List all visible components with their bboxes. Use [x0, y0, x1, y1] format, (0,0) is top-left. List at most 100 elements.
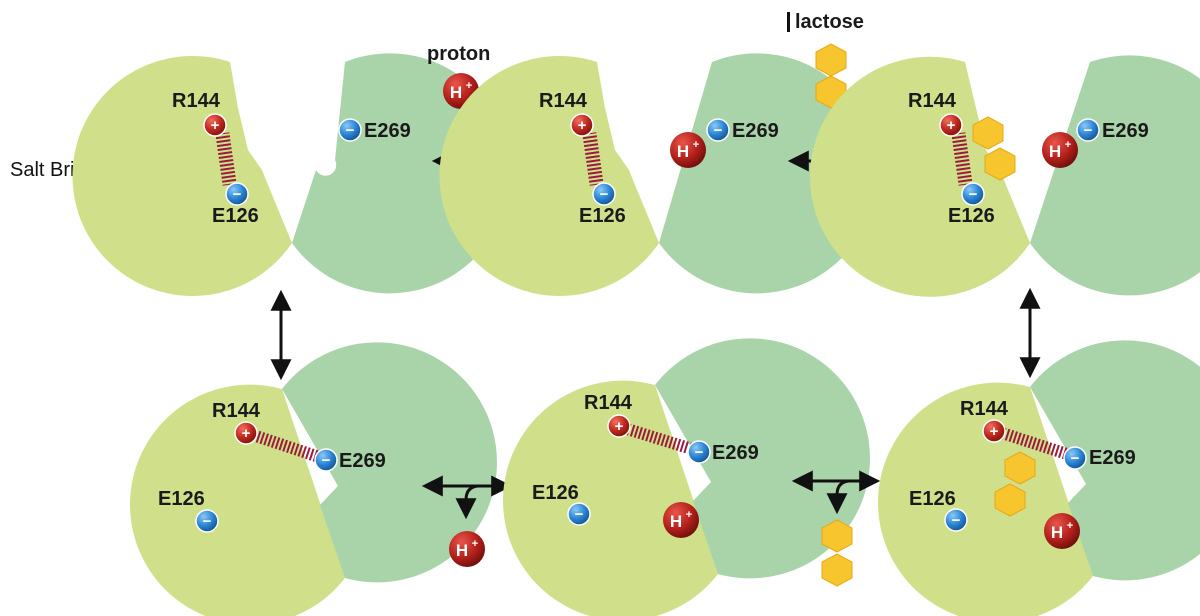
r144-label: R144: [584, 392, 633, 414]
minus-symbol: −: [714, 122, 723, 139]
minus-symbol: −: [346, 122, 355, 139]
text-cursor-mark: [787, 12, 790, 32]
r144-charge: +: [939, 113, 963, 137]
plus-superscript: +: [693, 139, 699, 151]
bound-lactose: [994, 451, 1036, 517]
e269-charge: −: [1063, 446, 1087, 470]
e126-charge: −: [225, 182, 249, 206]
minus-symbol: −: [969, 186, 978, 203]
state-1-inward-open: + − − R144 E126 E269: [72, 53, 510, 296]
hydrogen-symbol: H: [1049, 142, 1061, 161]
e126-charge: −: [195, 509, 219, 533]
released-proton: H +: [449, 531, 485, 567]
bound-proton: H +: [1044, 513, 1080, 549]
minus-symbol: −: [203, 513, 212, 530]
right-domain: [655, 338, 870, 579]
minus-symbol: −: [575, 506, 584, 523]
plus-symbol: +: [211, 117, 220, 134]
salt-bridge-r144-e126: [951, 132, 973, 186]
e126-charge: −: [567, 502, 591, 526]
e269-label: E269: [1089, 447, 1136, 469]
e126-label: E126: [579, 205, 626, 227]
hydrogen-symbol: H: [677, 142, 689, 161]
r144-charge: +: [607, 414, 631, 438]
hydrogen-symbol: H: [670, 512, 682, 531]
e126-charge: −: [592, 182, 616, 206]
bound-lactose: [972, 116, 1016, 181]
minus-symbol: −: [952, 512, 961, 529]
plus-symbol: +: [578, 117, 587, 134]
hydrogen-symbol: H: [450, 83, 462, 102]
state-5-proton-release: + − − H + R144 E269 E126: [503, 338, 870, 616]
left-domain: [809, 56, 1030, 297]
bound-proton: H +: [1042, 132, 1078, 168]
left-domain: [72, 55, 292, 296]
e126-label: E126: [909, 488, 956, 510]
right-domain: [282, 342, 497, 583]
e269-charge: −: [338, 118, 362, 142]
hydrogen-symbol: H: [456, 541, 468, 560]
minus-symbol: −: [233, 186, 242, 203]
right-domain: [659, 53, 877, 294]
plus-superscript: +: [472, 538, 478, 550]
e269-label: E269: [1102, 120, 1149, 142]
salt-bridge-r144-e126: [215, 132, 237, 186]
proton-label: proton: [427, 43, 490, 65]
e126-label: E126: [532, 482, 579, 504]
plus-symbol: +: [947, 117, 956, 134]
state-3-lactose-bound: + − − H + R144 E126 E269: [809, 55, 1200, 297]
bound-proton: H +: [670, 132, 706, 168]
minus-symbol: −: [322, 452, 331, 469]
salt-bridge-r144-e269: [997, 426, 1072, 461]
right-domain: [1030, 340, 1200, 581]
plus-symbol: +: [242, 425, 251, 442]
e126-charge: −: [961, 182, 985, 206]
plus-superscript: +: [686, 509, 692, 521]
r144-charge: +: [234, 421, 258, 445]
lactose-release-step: [791, 470, 881, 587]
state-4-outward-lactose: + − − H + R144 E269 E126: [878, 340, 1200, 616]
proton-release-step: H +: [421, 475, 513, 567]
e269-charge: −: [706, 118, 730, 142]
r144-label: R144: [172, 90, 221, 112]
minus-symbol: −: [1084, 122, 1093, 139]
proton-in-cavity: H +: [663, 502, 699, 538]
minus-symbol: −: [600, 186, 609, 203]
minus-symbol: −: [695, 444, 704, 461]
e126-label: E126: [948, 205, 995, 227]
state-6-outward-open: + − − R144 E269 E126: [130, 342, 497, 616]
r144-label: R144: [539, 90, 588, 112]
e269-label: E269: [712, 442, 759, 464]
r144-charge: +: [982, 419, 1006, 443]
r144-label: R144: [960, 398, 1009, 420]
e269-label: E269: [339, 450, 386, 472]
r144-charge: +: [203, 113, 227, 137]
r144-label: R144: [212, 400, 261, 422]
salt-bridge-r144-e269: [248, 428, 324, 464]
plus-superscript: +: [466, 80, 472, 92]
salt-bridge-r144-e126: [582, 132, 604, 186]
e269-charge: −: [687, 440, 711, 464]
e269-label: E269: [732, 120, 779, 142]
lactose-label: lactose: [795, 11, 864, 33]
plus-superscript: +: [1065, 139, 1071, 151]
e126-label: E126: [158, 488, 205, 510]
e126-charge: −: [944, 508, 968, 532]
right-domain: [1030, 55, 1200, 296]
plus-symbol: +: [990, 423, 999, 440]
plus-symbol: +: [615, 418, 624, 435]
e126-label: E126: [212, 205, 259, 227]
r144-label: R144: [908, 90, 957, 112]
salt-bridge-r144-e269: [622, 422, 697, 456]
minus-symbol: −: [1071, 450, 1080, 467]
r144-charge: +: [570, 113, 594, 137]
state-2-protonated: + − − H + R144 E126 E269: [439, 53, 877, 296]
released-lactose: [821, 519, 853, 587]
e269-charge: −: [1076, 118, 1100, 142]
plus-superscript: +: [1067, 520, 1073, 532]
hydrogen-symbol: H: [1051, 523, 1063, 542]
left-domain: [439, 55, 659, 296]
e269-charge: −: [314, 448, 338, 472]
e269-label: E269: [364, 120, 411, 142]
